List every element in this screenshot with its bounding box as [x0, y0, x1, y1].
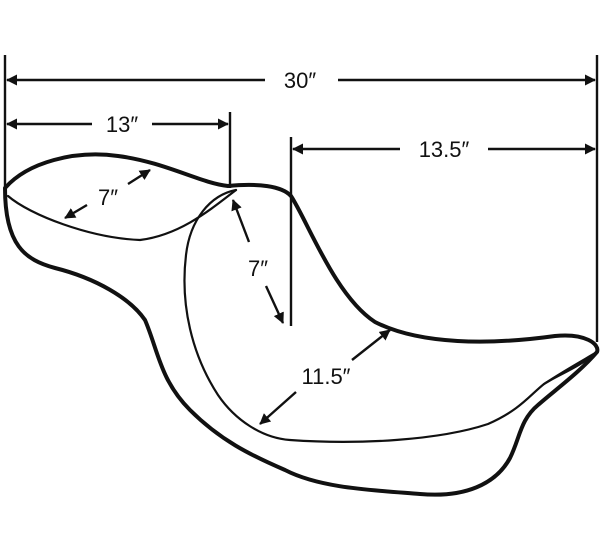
dimension-nose-width: 7″: [231, 199, 285, 324]
label-passenger-width: 11.5″: [302, 364, 351, 389]
seat-outline: [3, 152, 600, 497]
label-nose-width: 7″: [248, 256, 268, 281]
passenger-seat-panel: [183, 188, 599, 443]
dimension-passenger-width: 11.5″: [259, 329, 391, 425]
dimension-passenger-seat-length: 13.5″: [292, 137, 596, 162]
label-rider-seat-width: 7″: [98, 185, 118, 210]
label-overall-length: 30″: [284, 68, 316, 93]
dimension-overall-length: 30″: [6, 68, 596, 93]
rear-crease: [542, 350, 599, 386]
dimension-rider-seat-width: 7″: [64, 168, 151, 220]
label-passenger-seat-length: 13.5″: [419, 137, 470, 162]
label-rider-seat-length: 13″: [106, 112, 138, 137]
rider-seat-top: [6, 188, 238, 242]
dimension-rider-seat-length: 13″: [6, 112, 229, 137]
